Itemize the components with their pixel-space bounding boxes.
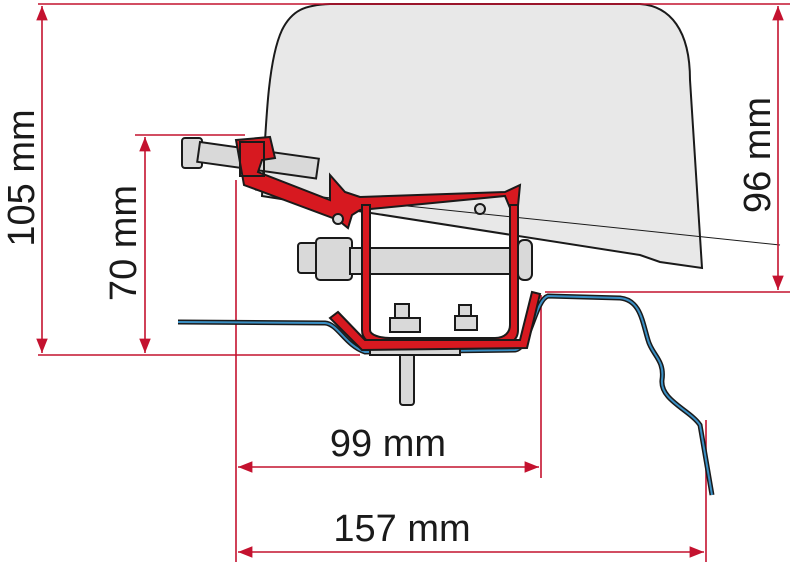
total-height-label: 105 mm xyxy=(1,109,43,246)
total-width-label: 157 mm xyxy=(333,508,470,550)
bracket-height-label: 70 mm xyxy=(103,185,145,301)
vehicle-roof-profile xyxy=(177,293,715,496)
inner-width-label: 99 mm xyxy=(330,423,446,465)
dimension-lines xyxy=(36,3,790,562)
awning-adapter-bracket xyxy=(234,135,542,352)
awning-housing xyxy=(260,3,704,270)
awning-height-label: 96 mm xyxy=(737,97,779,213)
